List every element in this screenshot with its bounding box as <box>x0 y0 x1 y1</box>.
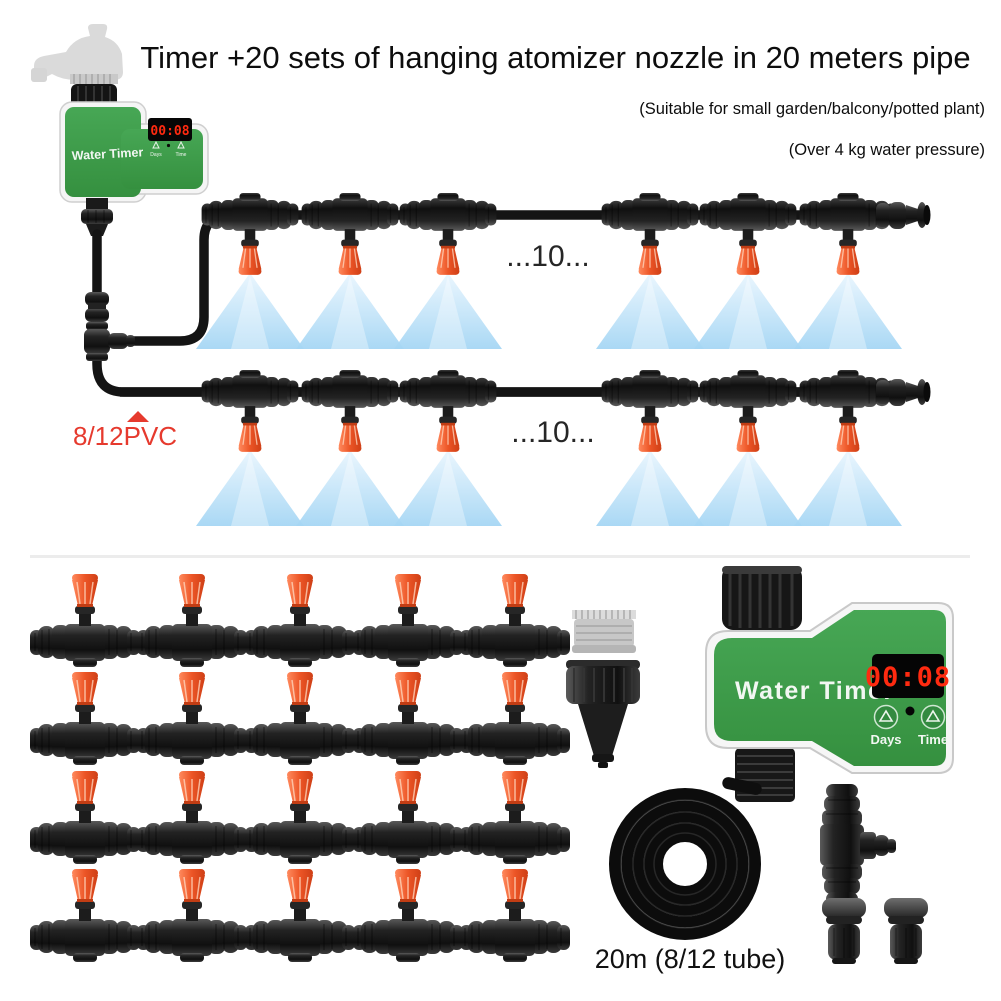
pvc-arrow-icon <box>127 411 149 422</box>
tube-length-label: 20m (8/12 tube) <box>595 944 786 974</box>
nozzle-grid-item <box>459 770 571 865</box>
nozzle-grid-item <box>459 868 571 963</box>
atomizer-nozzle <box>200 192 300 276</box>
supply-tube <box>92 211 910 397</box>
nozzle-grid-item <box>352 868 464 963</box>
end-plug <box>884 898 928 964</box>
subtitle-suitability: (Suitable for small garden/balcony/potte… <box>639 100 985 118</box>
atomizer-nozzle <box>600 369 700 453</box>
nozzle-grid-item <box>29 671 141 766</box>
nozzle-grid <box>29 573 571 963</box>
nozzle-grid-item <box>136 868 248 963</box>
nozzle-grid-item <box>352 671 464 766</box>
timer-outlet-thread <box>735 748 795 802</box>
pipe-end-plug <box>876 379 931 406</box>
nozzle-grid-item <box>29 573 141 668</box>
atomizer-nozzle <box>698 369 798 453</box>
timer-button-time <box>920 704 946 730</box>
inline-timer-display <box>148 118 192 141</box>
timer-time-label: Time <box>918 732 948 747</box>
nozzle-grid-item <box>459 671 571 766</box>
nozzle-grid-item <box>29 868 141 963</box>
pvc-pipe-label: 8/12PVC <box>73 421 177 451</box>
atomizer-nozzle <box>200 369 300 453</box>
tap-connector-black <box>566 660 640 768</box>
nozzle-grid-item <box>244 770 356 865</box>
nozzle-grid-item <box>136 671 248 766</box>
nozzle-grid-item <box>352 573 464 668</box>
tube-tee-fitting <box>84 322 135 361</box>
section-divider <box>30 555 970 558</box>
subtitle-pressure: (Over 4 kg water pressure) <box>788 141 985 159</box>
inline-timer-brand: Water Timer <box>71 145 143 163</box>
run1-count-label: ...10... <box>506 240 589 273</box>
inline-timer-time-label: Time <box>176 152 187 158</box>
atomizer-nozzle <box>600 192 700 276</box>
inline-water-timer: 00:08 Water Timer Days Time <box>59 101 209 236</box>
nozzle-grid-item <box>29 770 141 865</box>
nozzle-grid-item <box>244 868 356 963</box>
nozzle-grid-item <box>459 573 571 668</box>
atomizer-nozzle <box>698 192 798 276</box>
mist-cones-run1 <box>196 273 902 349</box>
inline-timer-buttons: Days Time <box>150 140 187 158</box>
tube-to-run2 <box>92 229 910 397</box>
timer-brand-label: Water Timer <box>735 677 895 705</box>
tube-coupler <box>85 292 109 322</box>
nozzle-grid-item <box>244 671 356 766</box>
timer-button-days <box>873 704 899 730</box>
nozzle-grid-item <box>244 573 356 668</box>
atomizer-nozzle <box>398 192 498 276</box>
timer-display-value: 00:08 <box>865 662 951 693</box>
atomizer-nozzle <box>300 369 400 453</box>
timer-inlet-cap <box>722 566 802 630</box>
nozzle-grid-item <box>136 770 248 865</box>
pipe-end-plug <box>876 202 931 229</box>
page-title: Timer +20 sets of hanging atomizer nozzl… <box>140 40 971 75</box>
nozzle-grid-item <box>352 770 464 865</box>
atomizer-nozzle <box>300 192 400 276</box>
tee-connector <box>820 784 896 906</box>
timer-display <box>872 654 944 698</box>
mist-cones-run2 <box>196 450 902 526</box>
nozzle-grid-item <box>136 573 248 668</box>
inline-timer-days-label: Days <box>150 152 162 158</box>
timer-days-label: Days <box>870 732 901 747</box>
run2-count-label: ...10... <box>511 416 594 449</box>
inline-timer-display-value: 00:08 <box>150 124 189 139</box>
tube-coil <box>609 777 762 940</box>
tap-adapter-gray <box>572 610 636 653</box>
faucet-icon <box>31 24 123 88</box>
timer-indicator-dot <box>905 706 915 716</box>
atomizer-nozzle <box>398 369 498 453</box>
end-plug <box>822 898 866 964</box>
water-timer-product: Water Timer 00:08 Days Time <box>705 566 954 802</box>
